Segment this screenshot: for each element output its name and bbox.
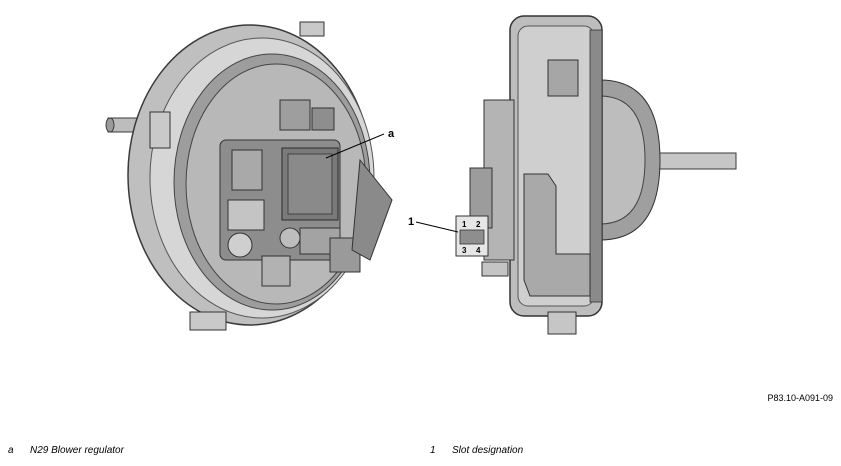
connector-pin-1: 1 — [462, 220, 467, 229]
callout-1: 1 — [408, 216, 459, 233]
blower-regulator-illustration: a 1 2 3 4 1 — [105, 15, 737, 335]
callout-a-label: a — [388, 128, 395, 140]
regulator-front-view — [105, 21, 393, 331]
regulator-side-view — [469, 15, 737, 335]
mounting-tab-top — [299, 21, 325, 37]
mounting-tab-left — [149, 111, 171, 149]
callout-1-leader — [415, 221, 459, 233]
connector-slot: 1 2 3 4 — [455, 215, 489, 257]
legend-key: 1 — [430, 445, 436, 456]
connector-pin-4: 4 — [476, 246, 481, 255]
callout-a-leader — [325, 133, 385, 159]
connector-pin-3: 3 — [462, 246, 467, 255]
legend-text: N29 Blower regulator — [30, 445, 124, 456]
motor-shaft-right — [649, 152, 737, 170]
connector-pin-2: 2 — [476, 220, 481, 229]
legend-item-1: 1 Slot designation — [430, 445, 523, 456]
mounting-tab-bottom — [189, 311, 227, 331]
callout-1-label: 1 — [408, 216, 414, 228]
legend-text: Slot designation — [452, 445, 524, 456]
legend-key: a — [8, 445, 14, 456]
figure-id: P83.10-A091-09 — [767, 393, 833, 403]
legend-item-a: a N29 Blower regulator — [8, 445, 124, 456]
callout-a: a — [325, 128, 395, 159]
